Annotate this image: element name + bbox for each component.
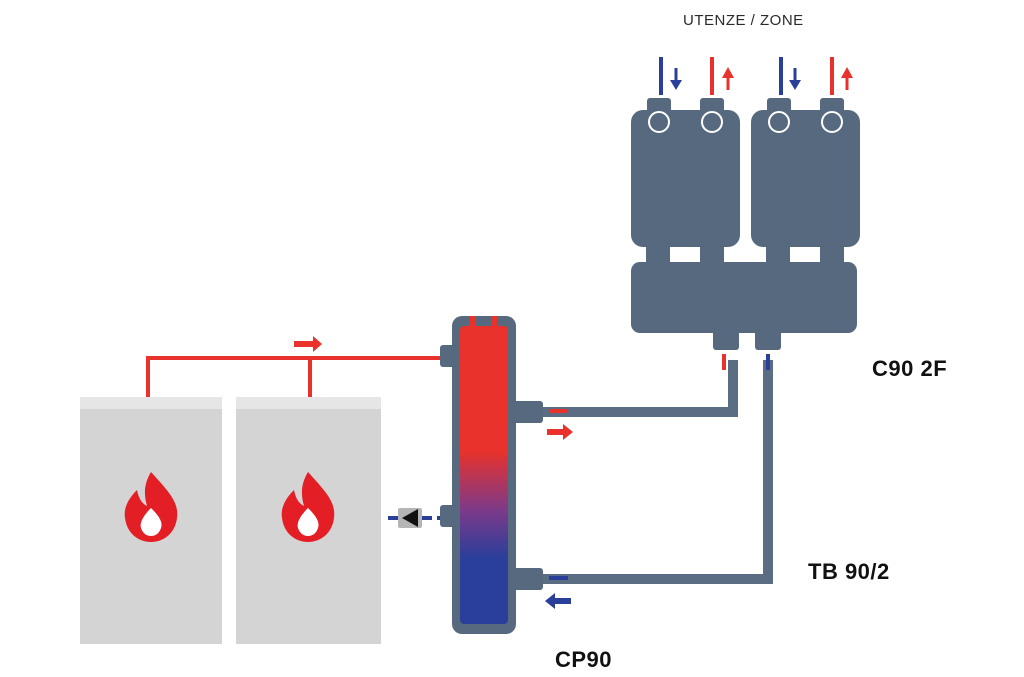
zones-label: UTENZE / ZONE: [683, 12, 804, 29]
supply-arrow-icon: [710, 57, 734, 95]
pipe-kit-label: TB 90/2: [808, 559, 890, 584]
supply-arrow-icon: [294, 336, 322, 352]
flame-icon: [124, 472, 178, 542]
boiler-supply-pipe: [146, 336, 445, 398]
zone-flow-indicators: [659, 57, 853, 95]
zone-module-2: [751, 98, 860, 247]
boiler-left: [80, 397, 222, 644]
boiler-right: [236, 397, 381, 644]
manifold-label: C90 2F: [872, 356, 948, 381]
boiler-return-line: [388, 508, 440, 528]
supply-arrow-icon: [830, 57, 853, 95]
cold-flow-arrow-icon: [545, 593, 571, 609]
flame-icon: [281, 472, 335, 542]
separator-label: CP90: [555, 647, 613, 672]
return-arrow-icon: [659, 57, 682, 95]
check-valve-icon: [398, 508, 422, 528]
return-arrow-icon: [779, 57, 801, 95]
hot-flow-arrow-icon: [547, 424, 573, 440]
hydraulic-separator: [440, 316, 543, 634]
zone-module-1: [631, 98, 740, 247]
distribution-manifold: [631, 242, 857, 350]
connection-pipes: [543, 354, 773, 609]
